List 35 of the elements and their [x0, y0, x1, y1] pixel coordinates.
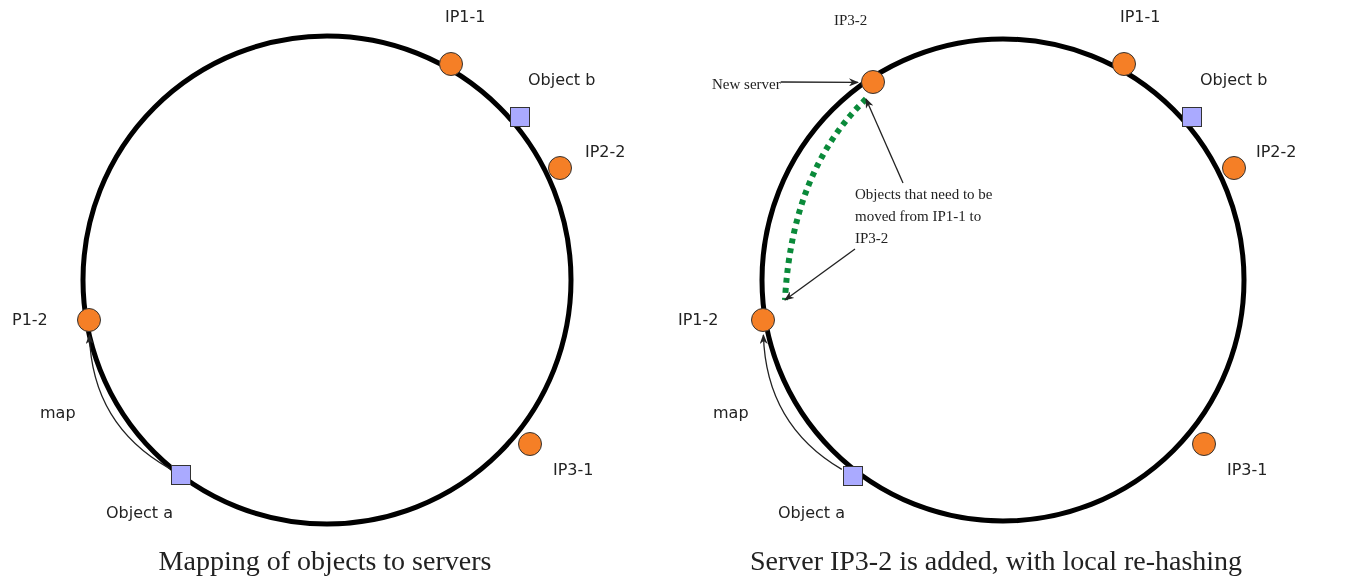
server-dot [77, 308, 101, 332]
arrow [760, 334, 843, 471]
server-label: IP3-1 [553, 461, 594, 479]
server-dot [1112, 52, 1136, 76]
object-label: Object b [1200, 71, 1268, 89]
server-label: IP1-2 [678, 311, 719, 329]
object-label: Object a [106, 504, 173, 522]
object-square [1182, 107, 1202, 127]
server-label: IP3-2 [834, 12, 868, 29]
server-label: IP2-2 [585, 143, 626, 161]
server-dot [518, 432, 542, 456]
server-dot [1192, 432, 1216, 456]
callout-text: Objects that need to be moved from IP1-1 to IP3-2 [855, 183, 997, 249]
server-dot [861, 70, 885, 94]
server-label: P1-2 [12, 311, 48, 329]
server-label: IP1-1 [1120, 8, 1161, 26]
arrow [86, 334, 171, 470]
arrow [780, 78, 859, 87]
callout-text: New server [712, 73, 781, 95]
server-label: IP2-2 [1256, 143, 1297, 161]
caption: Server IP3-2 is added, with local re-hashing [749, 545, 1243, 577]
arrow [865, 98, 904, 184]
object-label: Object b [528, 71, 596, 89]
object-square [510, 107, 530, 127]
object-square [171, 465, 191, 485]
server-dot [439, 52, 463, 76]
server-label: IP3-1 [1227, 461, 1268, 479]
server-dot [1222, 156, 1246, 180]
object-label: Object a [778, 504, 845, 522]
arrow [784, 248, 856, 301]
server-label: IP1-1 [445, 8, 486, 26]
server-dot [751, 308, 775, 332]
object-square [843, 466, 863, 486]
server-dot [548, 156, 572, 180]
caption: Mapping of objects to servers [158, 545, 492, 577]
